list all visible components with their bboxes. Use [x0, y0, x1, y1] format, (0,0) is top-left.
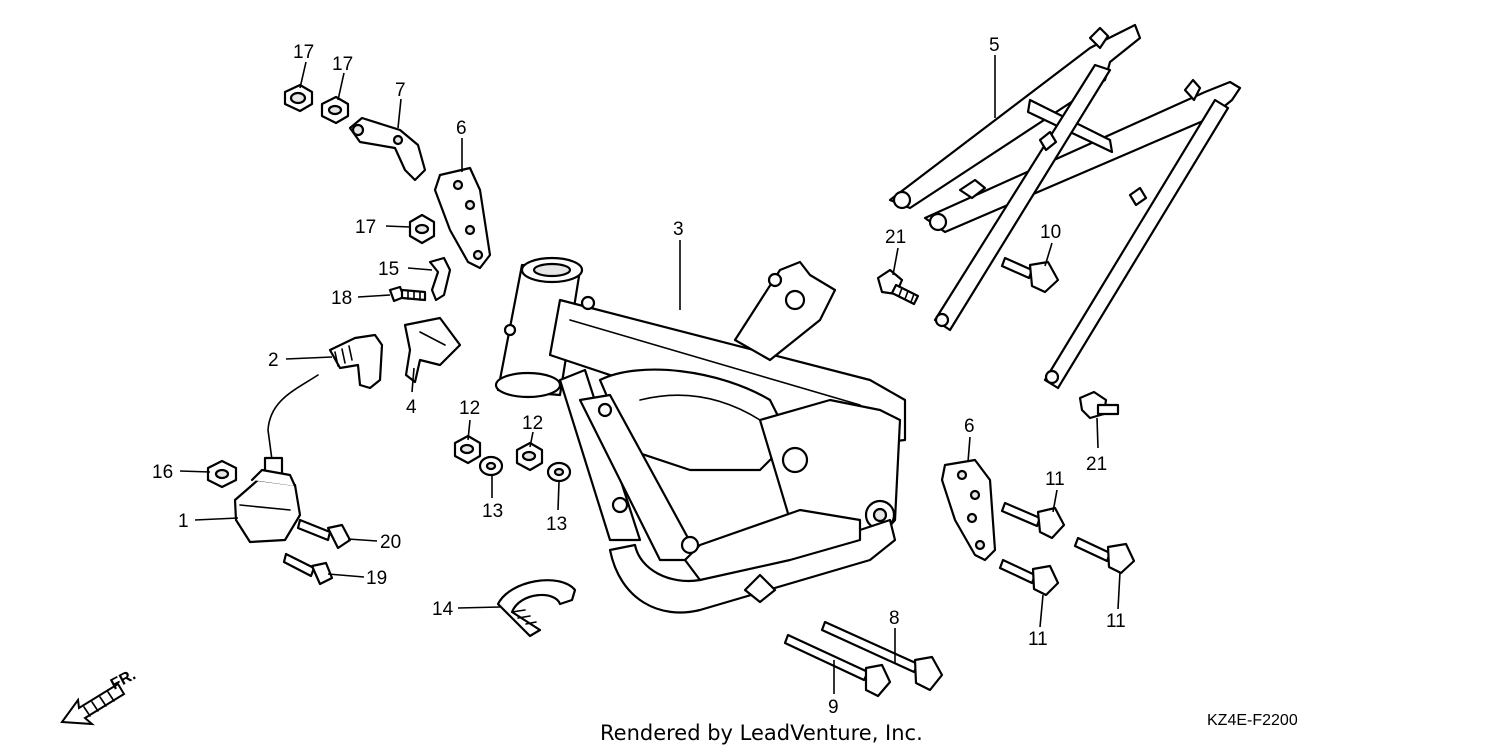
main-frame[interactable] — [494, 256, 907, 614]
ignition-coil-bracket-4[interactable] — [403, 316, 462, 384]
diagram-code: KZ4E-F2200 — [1207, 712, 1298, 729]
callout-6: 6 — [964, 416, 975, 437]
callout-11: 11 — [1045, 469, 1065, 490]
bolt-11b[interactable] — [1073, 536, 1136, 575]
callout-12: 12 — [522, 413, 543, 434]
callout-20: 20 — [380, 532, 401, 553]
callout-12: 12 — [459, 398, 480, 419]
rear-subframe[interactable] — [888, 23, 1242, 390]
washer-13a[interactable] — [478, 455, 504, 477]
callout-13: 13 — [482, 501, 503, 522]
leader-lines — [179, 55, 1121, 694]
bolt-20[interactable] — [296, 518, 352, 550]
long-bolt-9[interactable] — [783, 633, 892, 698]
bolt-11a[interactable] — [1000, 501, 1066, 540]
washer-13b[interactable] — [546, 461, 572, 483]
callout-17: 17 — [332, 54, 353, 75]
bolt-19[interactable] — [282, 552, 334, 586]
callout-numbers: 17 17 7 6 17 15 18 2 4 16 1 20 19 12 12 … — [152, 35, 1126, 718]
callout-1: 1 — [178, 511, 189, 532]
nut-12a[interactable] — [453, 434, 482, 465]
wire-clamp-15[interactable] — [428, 256, 452, 302]
flange-nut-17b[interactable] — [320, 95, 350, 125]
engine-hanger-plate-6b[interactable] — [940, 458, 997, 562]
flange-nut-17a[interactable] — [283, 83, 314, 113]
bolt-21a[interactable] — [876, 268, 920, 306]
callout-8: 8 — [889, 608, 900, 629]
callout-15: 15 — [378, 259, 399, 280]
callout-13: 13 — [546, 514, 567, 535]
callout-11: 11 — [1028, 629, 1048, 650]
callout-10: 10 — [1040, 222, 1061, 243]
callout-19: 19 — [366, 568, 387, 589]
engine-hanger-plate-6a[interactable] — [433, 166, 492, 270]
callout-6: 6 — [456, 118, 467, 139]
callout-16: 16 — [152, 462, 173, 483]
callout-17: 17 — [355, 217, 376, 238]
callout-21: 21 — [1086, 454, 1107, 475]
bolt-11c[interactable] — [998, 558, 1060, 597]
callout-9: 9 — [828, 697, 839, 718]
band-14[interactable] — [496, 579, 577, 638]
callout-5: 5 — [989, 35, 1000, 56]
bolt-18[interactable] — [388, 285, 427, 303]
flange-nut-17c[interactable] — [408, 213, 436, 245]
engine-hanger-bracket-7[interactable] — [348, 116, 427, 182]
nut-12b[interactable] — [515, 441, 544, 472]
callout-18: 18 — [331, 288, 352, 309]
flange-nut-16[interactable] — [206, 459, 238, 489]
bolt-10[interactable] — [1000, 256, 1060, 294]
callout-7: 7 — [395, 80, 406, 101]
ignition-coil-1[interactable] — [233, 374, 319, 544]
front-direction-arrow-icon: FR. — [60, 666, 139, 726]
callout-3: 3 — [673, 219, 684, 240]
callout-17: 17 — [293, 42, 314, 63]
spark-plug-cap-2[interactable] — [328, 333, 384, 390]
bolt-21b[interactable] — [1078, 390, 1120, 420]
rendered-by-credit: Rendered by LeadVenture, Inc. — [600, 721, 923, 745]
callout-11: 11 — [1106, 611, 1126, 632]
long-bolt-8[interactable] — [820, 620, 944, 692]
callout-14: 14 — [432, 599, 454, 620]
callout-2: 2 — [268, 350, 279, 371]
callout-21: 21 — [885, 227, 906, 248]
callout-4: 4 — [406, 397, 417, 418]
